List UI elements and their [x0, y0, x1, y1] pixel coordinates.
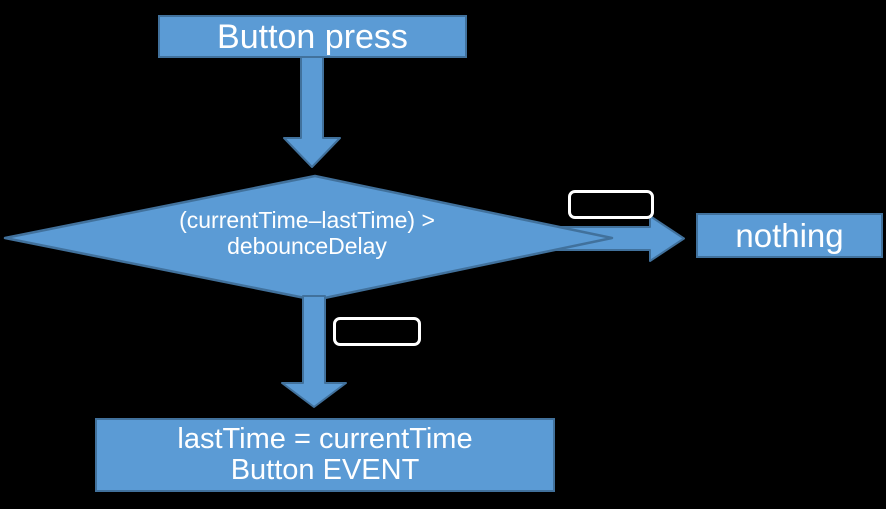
action-node: lastTime = currentTime Button EVENT: [95, 418, 555, 492]
arrow-down-decision-to-action: [281, 295, 347, 408]
start-node-button-press: Button press: [158, 15, 467, 58]
arrow-down-start-to-decision: [283, 56, 341, 168]
decision-node-text: (currentTime–lastTime) > debounceDelay: [97, 207, 517, 259]
branch-label-box-true: [333, 317, 421, 346]
decision-node-line2: debounceDelay: [227, 233, 387, 259]
start-node-label: Button press: [217, 17, 408, 56]
nothing-node-label: nothing: [735, 216, 844, 254]
nothing-node: nothing: [696, 213, 883, 258]
branch-label-box-false: [568, 190, 654, 219]
action-node-line2: Button EVENT: [230, 454, 420, 486]
decision-diamond: [3, 174, 614, 302]
arrow-right-decision-to-nothing: [551, 215, 685, 262]
decision-node-line1: (currentTime–lastTime) >: [179, 207, 435, 233]
action-node-line1: lastTime = currentTime: [177, 423, 473, 455]
